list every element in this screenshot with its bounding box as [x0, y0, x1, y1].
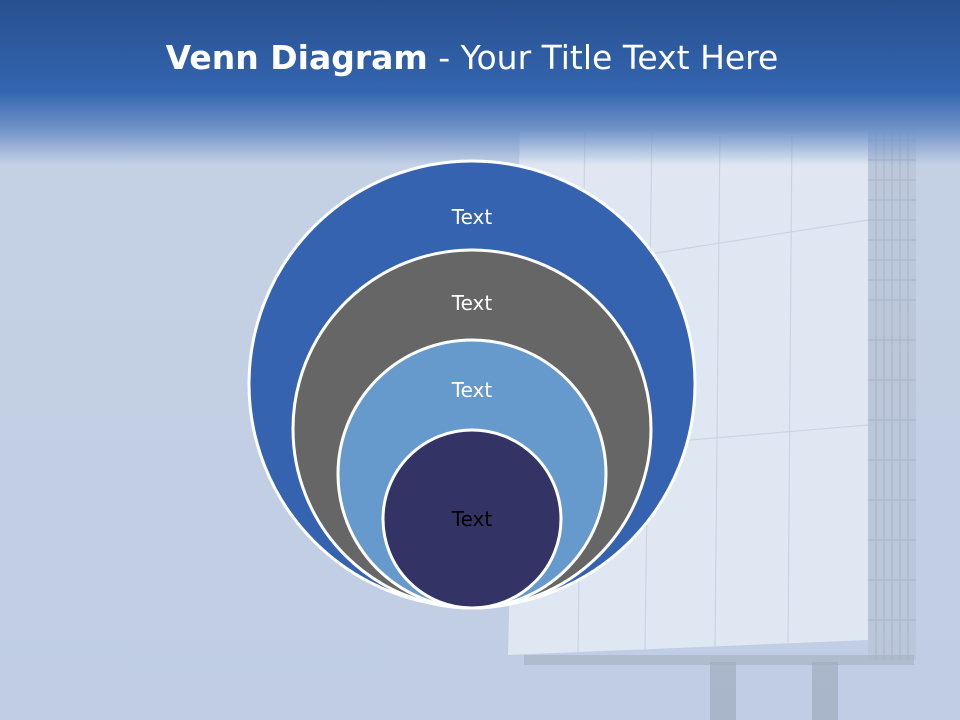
circle-4	[381, 428, 563, 610]
title-rest: - Your Title Text Here	[427, 38, 779, 77]
circle-1-label: Text	[451, 205, 493, 229]
title-bold: Venn Diagram	[165, 38, 428, 77]
circle-4-label: Text	[451, 507, 493, 531]
slide-title: Venn Diagram - Your Title Text Here	[0, 38, 944, 77]
header-bar	[0, 0, 960, 165]
circle-2-label: Text	[451, 291, 493, 315]
circle-3-label: Text	[451, 378, 493, 402]
